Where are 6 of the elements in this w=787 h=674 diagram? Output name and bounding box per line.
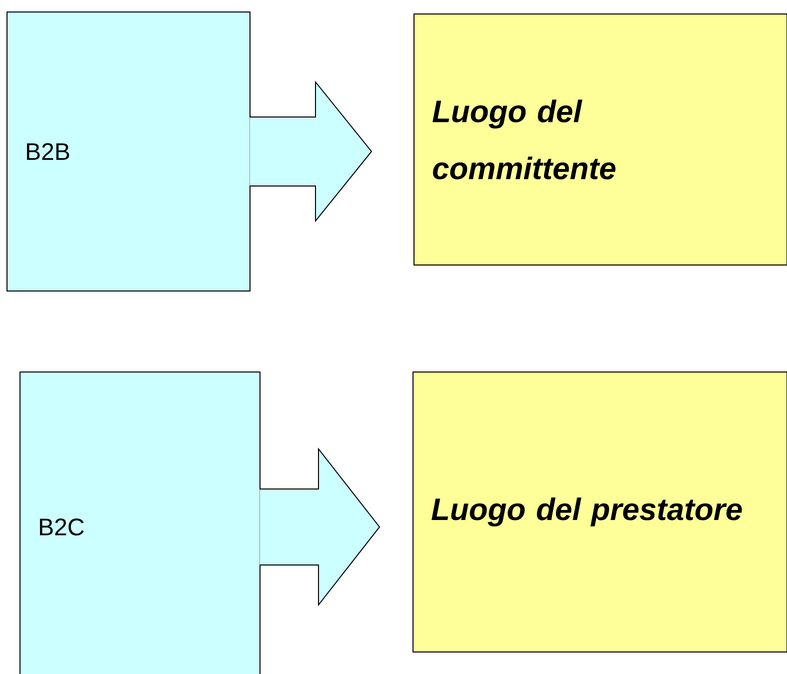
process-box: Luogo del prestatore (412, 372, 787, 652)
block-arrow (249, 80, 372, 222)
process-box: Luogo del committente (414, 14, 787, 266)
process-box: B2C (20, 372, 260, 674)
block-arrow (259, 448, 380, 606)
process-box: B2B (6, 12, 250, 292)
